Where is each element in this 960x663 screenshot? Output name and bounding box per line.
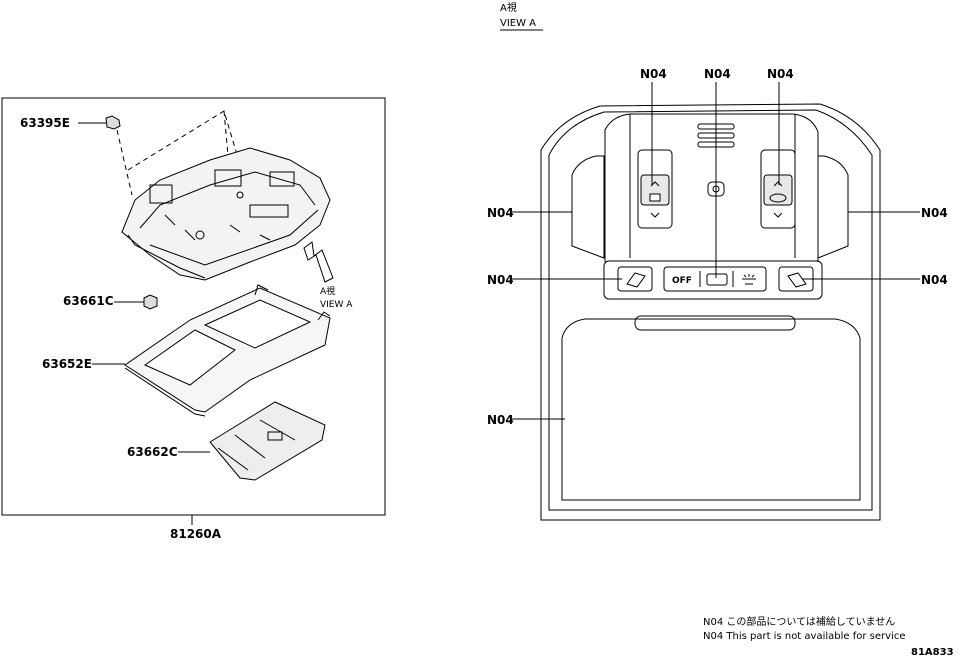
note-en: N04 This part is not available for servi… [703, 631, 906, 642]
door-icon [706, 273, 728, 286]
tilt-icon [769, 193, 787, 203]
arrow-label-en: VIEW A [320, 300, 353, 310]
map-lamp-left-button[interactable] [617, 266, 653, 292]
door-button[interactable] [706, 273, 728, 286]
off-button[interactable]: OFF [672, 276, 692, 286]
arrow-label-jp: A視 [320, 285, 335, 297]
sunroof-switch-left[interactable] [637, 149, 673, 229]
lamp-icon [626, 272, 646, 288]
console-housing-drawing [121, 147, 331, 281]
view-a-header-jp: A視 [500, 1, 517, 14]
part-label-63652e: 63652E [42, 357, 92, 371]
room-lamp-switch-group [663, 266, 767, 292]
view-a-arrow [303, 241, 334, 283]
sunroof-icon [649, 193, 661, 202]
callout-n04-left-pocket: N04 [487, 206, 514, 220]
chevron-down-icon [773, 212, 783, 218]
callout-n04-top-center: N04 [704, 67, 731, 81]
chevron-down-icon [650, 212, 660, 218]
part-label-63661c: 63661C [63, 294, 114, 308]
cap-drawing [143, 294, 158, 310]
note-jp: N04 この部品については補給していません [703, 617, 896, 628]
bezel-drawing [124, 284, 331, 417]
chevron-up-icon [773, 181, 783, 187]
console-front-outline [540, 103, 881, 521]
callouts [512, 82, 920, 420]
figure-code: 81A833 [911, 647, 954, 658]
callout-n04-right-pocket: N04 [921, 206, 948, 220]
dome-lamp-icon [742, 274, 756, 285]
part-label-63662c: 63662C [127, 445, 178, 459]
callout-n04-top-left: N04 [640, 67, 667, 81]
lens-drawing [209, 401, 326, 481]
sunroof-switch-right[interactable] [760, 149, 796, 229]
room-lamp-on-button[interactable] [742, 274, 756, 285]
callout-n04-lens: N04 [487, 413, 514, 427]
callout-n04-left-button: N04 [487, 273, 514, 287]
lamp-icon [787, 272, 807, 288]
callout-n04-right-button: N04 [921, 273, 948, 287]
part-label-63395e: 63395E [20, 116, 70, 130]
assembly-frame [1, 97, 386, 516]
view-a-header-en: VIEW A [500, 18, 536, 29]
callout-n04-top-right: N04 [767, 67, 794, 81]
clip-drawing [105, 115, 121, 130]
part-label-81260a: 81260A [170, 527, 222, 541]
